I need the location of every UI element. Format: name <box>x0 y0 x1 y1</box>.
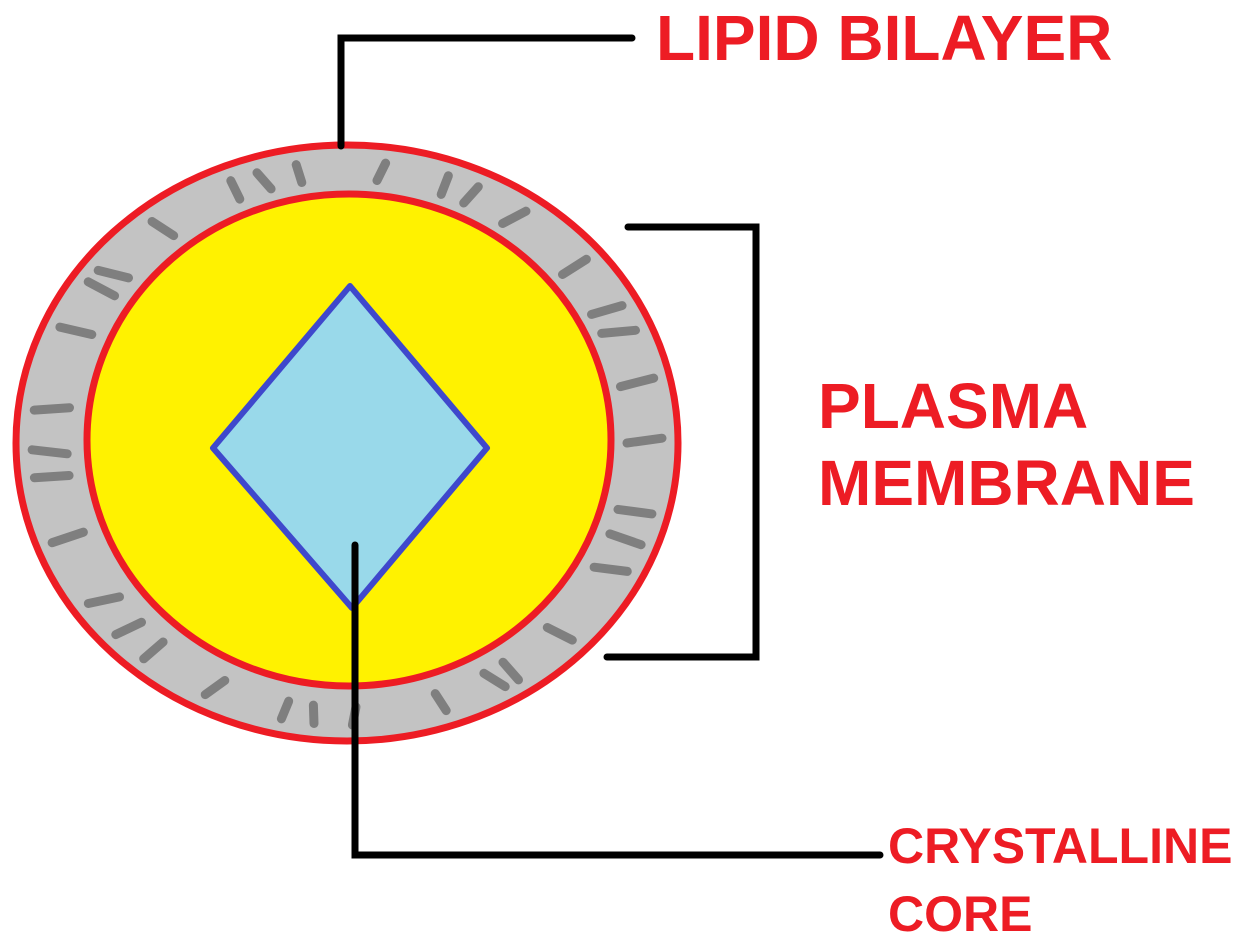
lipid-stroke <box>29 403 74 415</box>
lipid-stroke <box>459 182 483 208</box>
lipid-stroke <box>616 373 659 392</box>
lipid-stroke <box>55 322 97 339</box>
lipid-stroke <box>372 158 391 185</box>
lipid-bilayer-label: LIPID BILAYER <box>656 2 1113 74</box>
plasma-membrane-label: PLASMA MEMBRANE <box>818 368 1195 522</box>
lipid-bilayer-leader-line <box>337 34 636 150</box>
lipid-stroke <box>252 168 276 194</box>
lipid-stroke <box>542 623 577 645</box>
lipid-stroke <box>597 325 640 338</box>
lipid-stroke <box>83 592 124 608</box>
lipid-stroke <box>430 689 451 716</box>
lipid-stroke <box>47 527 88 548</box>
lipid-stroke <box>139 637 168 664</box>
crystalline-core-label-line-1: CRYSTALLINE <box>888 818 1233 874</box>
lipid-stroke <box>558 254 591 279</box>
lipid-stroke <box>622 433 667 448</box>
lipid-stroke <box>83 277 120 301</box>
lipid-stroke <box>498 206 531 228</box>
lipid-stroke <box>605 529 646 550</box>
lipid-stroke <box>589 562 632 576</box>
lipid-stroke <box>276 696 294 724</box>
lipid-stroke <box>147 217 179 241</box>
crystalline-core-label-line-2: CORE <box>888 886 1033 942</box>
plasma-membrane-bracket <box>603 223 760 661</box>
lipid-stroke <box>200 676 230 700</box>
crystalline-core-label: CRYSTALLINE CORE <box>888 812 1232 948</box>
lipid-stroke <box>93 265 133 283</box>
lipid-stroke <box>29 471 74 483</box>
lipid-stroke <box>226 176 245 204</box>
crystalline-core-leader-line <box>351 541 884 859</box>
lipid-stroke <box>436 171 453 199</box>
lipid-stroke <box>587 301 627 319</box>
lipid-stroke <box>308 700 319 728</box>
lipid-stroke <box>479 668 510 692</box>
plasma-membrane-label-line-2: MEMBRANE <box>818 447 1195 519</box>
plasma-membrane-label-line-1: PLASMA <box>818 370 1089 442</box>
lipid-stroke <box>27 445 72 459</box>
lipid-stroke <box>613 504 657 519</box>
lipid-stroke <box>291 160 307 187</box>
lipid-stroke <box>111 617 146 640</box>
lipid-stroke <box>498 657 523 685</box>
